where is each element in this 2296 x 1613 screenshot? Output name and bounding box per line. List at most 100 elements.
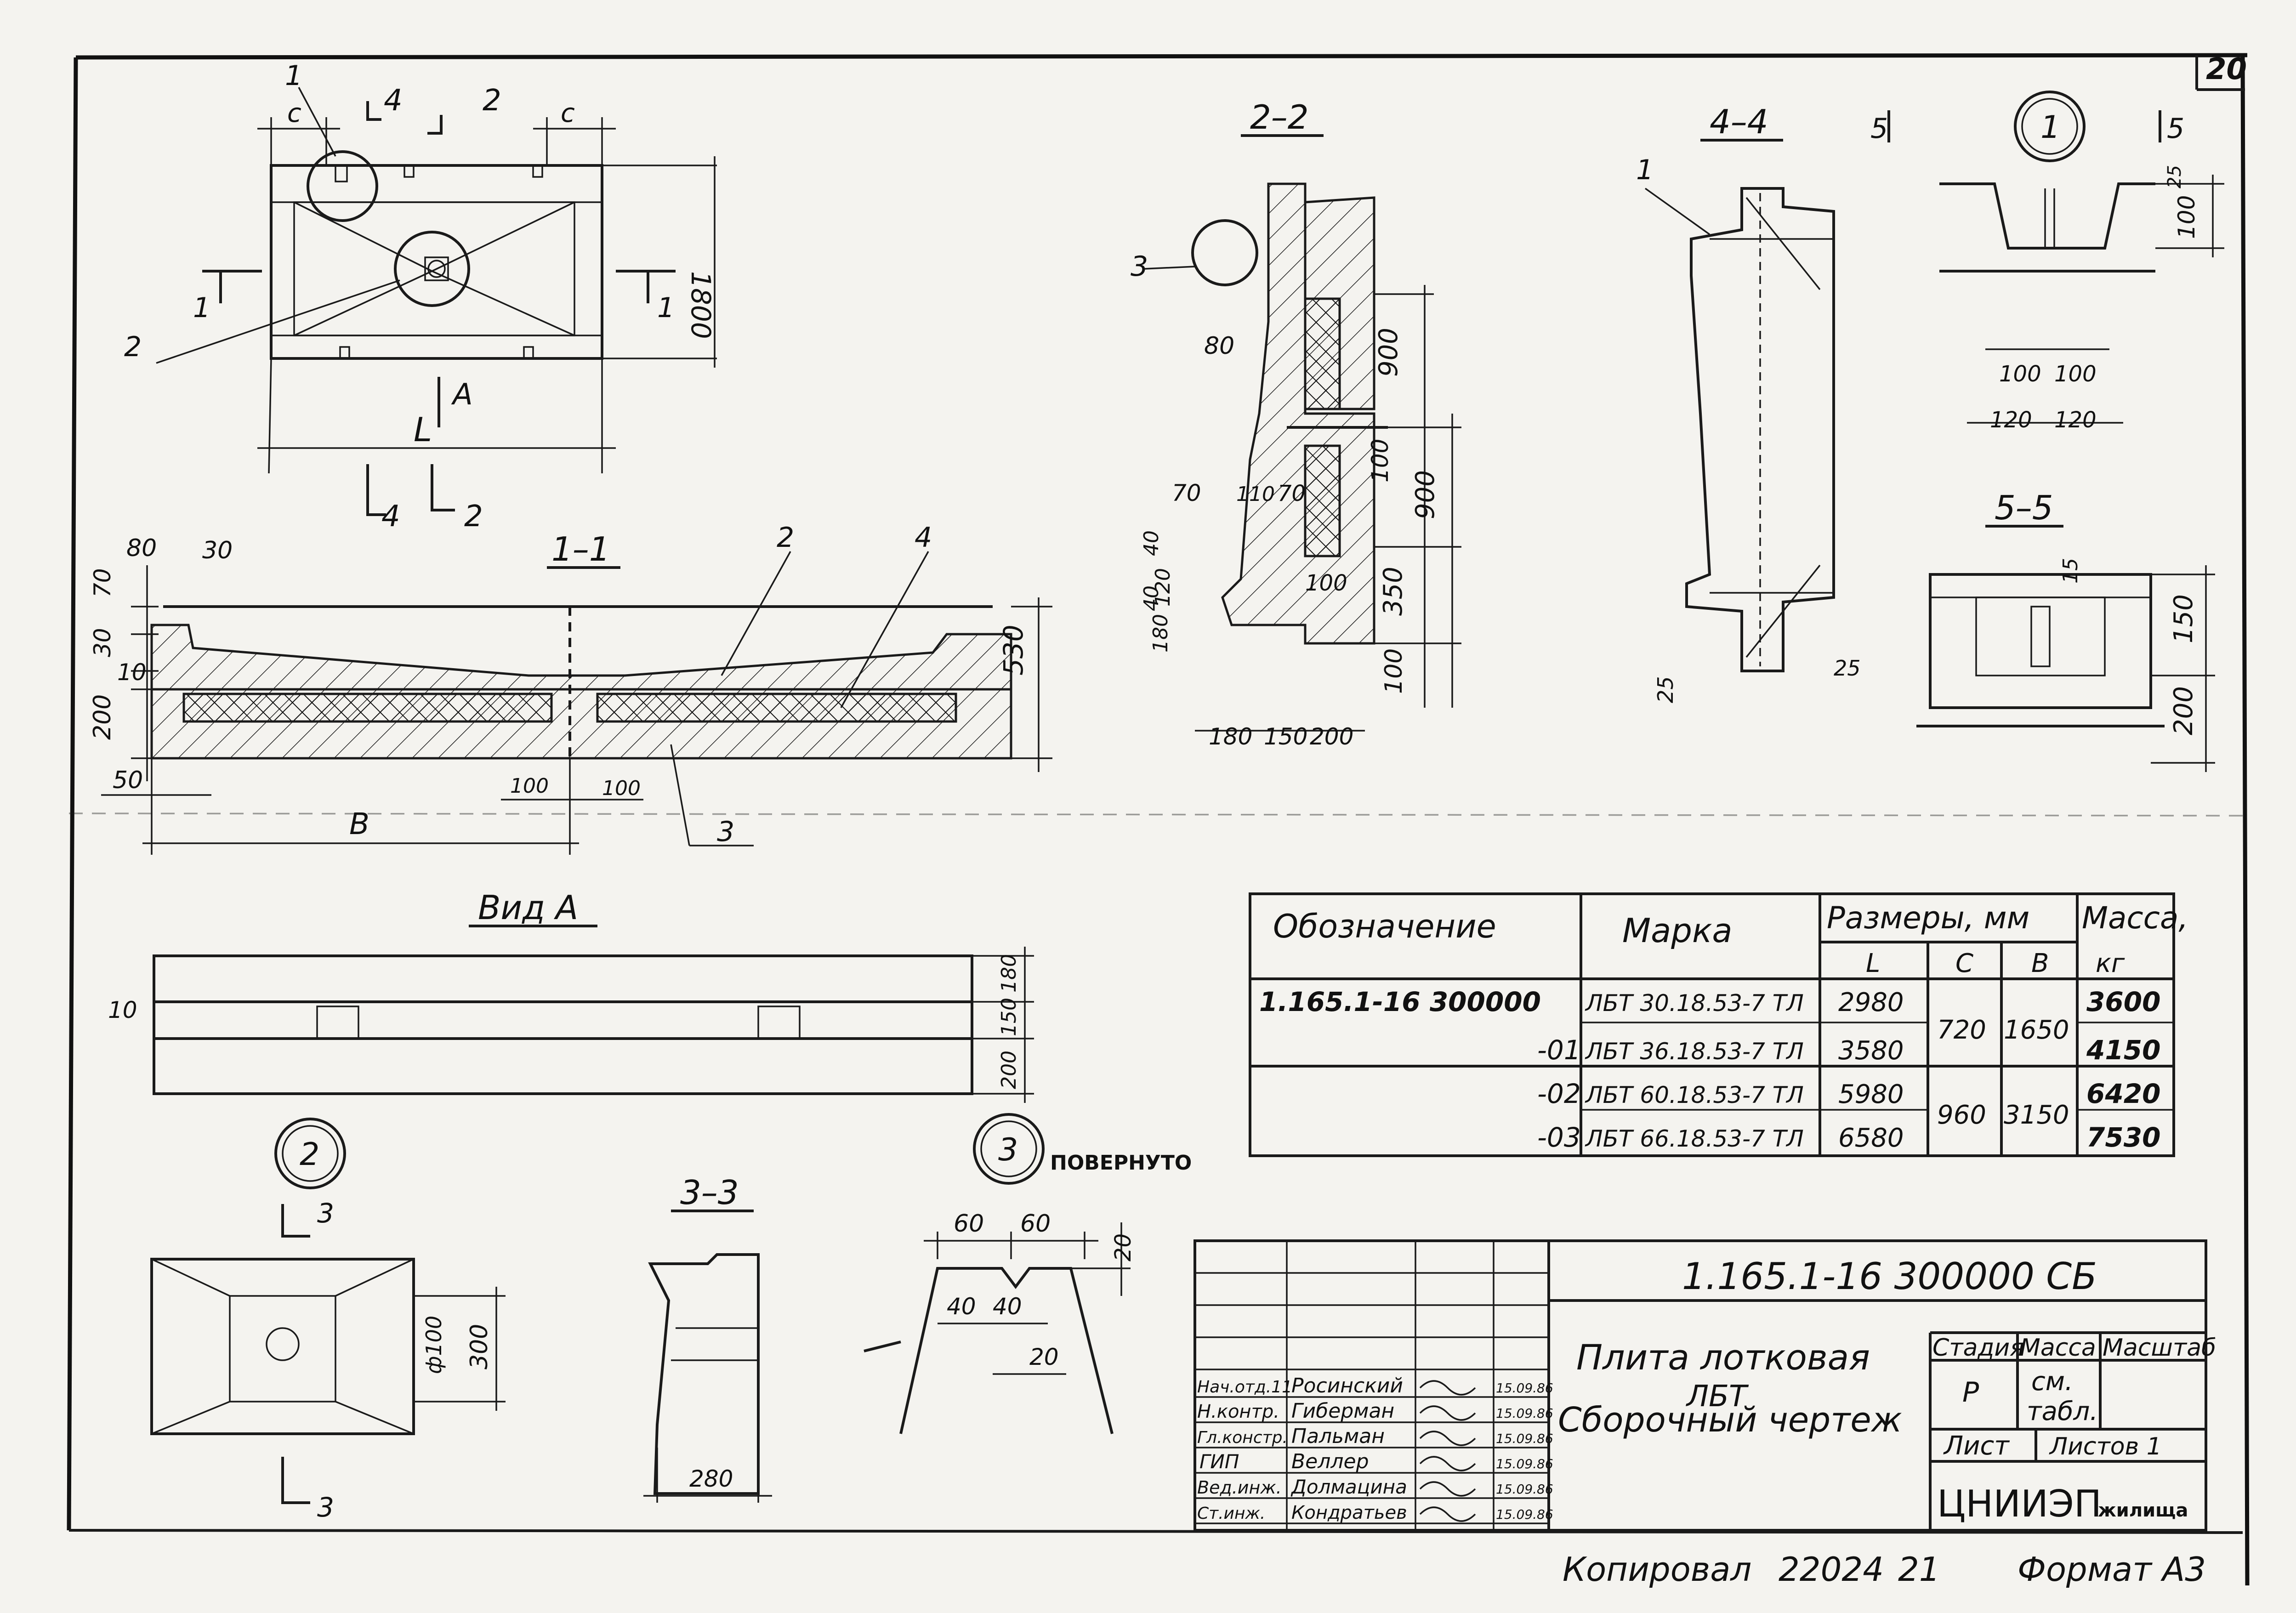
node1-dim-100a: 100 — [1999, 361, 2041, 387]
tb-role-0: Нач.отд.11 — [1197, 1378, 1292, 1397]
s22-dim-100d: 100 — [1380, 648, 1408, 694]
spec-row-2-L: 3580 — [1838, 1036, 1904, 1066]
s11-dim-30b: 30 — [89, 628, 116, 657]
tb-date-1: 15.09.86 — [1496, 1406, 1553, 1421]
s11-dim-100b: 100 — [602, 777, 641, 800]
tb-stage-header: Стадия — [1932, 1334, 2024, 1362]
s44-dim-25b: 25 — [1834, 656, 1861, 681]
tb-role-5: Ст.инж. — [1197, 1504, 1265, 1523]
s22-dim-100: 100 — [1367, 439, 1393, 483]
s11-callout-3: 3 — [717, 816, 734, 848]
spec-row-3-mass: 6420 — [2086, 1078, 2160, 1109]
node-1: 1 5 5 25 100 100 100 120 120 — [1870, 91, 2224, 433]
tb-name-line1: Плита лотковая — [1576, 1337, 1870, 1378]
node3-label: 3 — [998, 1132, 1018, 1168]
s11-dim-200: 200 — [89, 694, 116, 740]
tb-name-4: Долмацина — [1290, 1476, 1407, 1498]
footer-copied: Копировал — [1563, 1550, 1751, 1589]
title-block: Нач.отд.11 Росинский 15.09.86 Н.контр. Г… — [1193, 1239, 2216, 1532]
s11-callout-4: 4 — [915, 522, 932, 554]
vid-a-dim-150: 150 — [997, 998, 1021, 1036]
spec-C-merged-2: 960 — [1937, 1100, 1986, 1130]
vid-a-dim-10: 10 — [108, 997, 137, 1023]
spec-header-mark: Марка — [1622, 911, 1733, 950]
s22-callout-3: 3 — [1131, 250, 1148, 283]
tb-code: 1.165.1-16 300000 СБ — [1682, 1255, 2097, 1298]
spec-row-2-mark: ЛБТ 36.18.53-7 ТЛ — [1585, 1038, 1804, 1065]
node2-dim-100: ф100 — [421, 1316, 446, 1374]
tb-mass-header: Масса — [2020, 1334, 2096, 1362]
s22-dim-40b: 40 — [1140, 585, 1163, 611]
plan-cut-1-right: 1 — [657, 292, 675, 324]
tb-role-2: Гл.констр. — [1197, 1428, 1288, 1447]
plan-mark-2: 2 — [124, 331, 142, 363]
node2-label: 2 — [300, 1136, 319, 1173]
tb-role-3: ГИП — [1199, 1450, 1239, 1473]
tb-role-1: Н.контр. — [1197, 1401, 1279, 1422]
tb-date-3: 15.09.86 — [1496, 1456, 1553, 1471]
s33-dim-280: 280 — [689, 1465, 733, 1492]
node3-dim-60b: 60 — [1020, 1210, 1051, 1238]
plan-dim-c-right: c — [561, 98, 575, 128]
s11-callout-2: 2 — [777, 522, 794, 554]
s22-dim-110: 110 — [1236, 483, 1275, 506]
section-3-3: 3–3 280 — [643, 1173, 772, 1503]
tb-mass-value-1: см. — [2031, 1367, 2073, 1397]
tb-signatures — [1419, 1380, 1476, 1522]
node1-cut5a: 5 — [1870, 113, 1888, 145]
node1-dim-100: 100 — [2173, 195, 2200, 239]
s22-title: 2–2 — [1250, 98, 1309, 136]
s22-dim-150: 150 — [1264, 723, 1307, 750]
plan-cut-1-left: 1 — [193, 292, 210, 324]
s55-dim-15: 15 — [2059, 558, 2082, 584]
s44-title: 4–4 — [1710, 102, 1768, 141]
spec-row-3-designation: -02 — [1537, 1078, 1581, 1109]
spec-row-1-mark: ЛБТ 30.18.53-7 ТЛ — [1585, 990, 1804, 1017]
node-2: 2 3 ф100 300 3 — [150, 1118, 506, 1523]
spec-header-dims: Размеры, мм — [1827, 900, 2029, 936]
spec-table: Обозначение Марка Размеры, мм Масса, L C… — [1249, 892, 2188, 1157]
plan-bottom-cut-2: 2 — [464, 500, 483, 534]
sheet-footer: Копировал 22024 21 Формат А3 — [1563, 1550, 2206, 1589]
s11-dim-100a: 100 — [510, 774, 549, 798]
spec-row-1-L: 2980 — [1838, 988, 1904, 1017]
spec-row-4-mass: 7530 — [2086, 1122, 2160, 1153]
tb-name-0: Росинский — [1291, 1374, 1403, 1397]
tb-scale-header: Масштаб — [2103, 1334, 2216, 1362]
tb-name-2: Пальман — [1291, 1425, 1385, 1448]
spec-header-B: B — [2031, 948, 2049, 978]
tb-sheet-header: Лист — [1943, 1431, 2010, 1461]
spec-B-merged-2: 3150 — [2004, 1100, 2069, 1130]
spec-row-2-designation: -01 — [1537, 1034, 1581, 1066]
vid-a-dim-180: 180 — [997, 954, 1021, 993]
plan-cut-4: 4 — [384, 84, 403, 118]
spec-header-designation: Обозначение — [1273, 908, 1496, 945]
s11-dim-30: 30 — [202, 537, 233, 564]
section-4-4: 4–4 1 25 25 — [1636, 102, 1861, 703]
s55-title: 5–5 — [1995, 488, 2053, 527]
s22-dim-180b: 180 — [1209, 723, 1252, 750]
sheet-number: 20 — [2206, 52, 2247, 86]
node1-dim-120a: 120 — [1990, 407, 2032, 433]
tb-date-0: 15.09.86 — [1496, 1380, 1553, 1396]
plan-dim-1800: 1800 — [685, 271, 716, 339]
s55-dim-200: 200 — [2169, 686, 2199, 735]
s44-dim-25a: 25 — [1653, 676, 1678, 703]
spec-row-3-L: 5980 — [1838, 1079, 1904, 1109]
node3-dim-20b: 20 — [1029, 1344, 1059, 1370]
spec-row-1-designation: 1.165.1-16 300000 — [1259, 986, 1541, 1017]
tb-name-5: Кондратьев — [1291, 1502, 1407, 1523]
node1-cut5b: 5 — [2167, 113, 2184, 145]
spec-header-C: C — [1955, 948, 1973, 978]
s22-dim-70b: 70 — [1278, 481, 1306, 506]
section-1-1: 1–1 80 30 70 30 10 200 530 50 100 100 B … — [89, 522, 1052, 855]
spec-row-1-mass: 3600 — [2086, 986, 2160, 1017]
tb-sheets-header: Листов 1 — [2049, 1433, 2162, 1460]
s22-dim-180: 180 — [1149, 614, 1172, 653]
node-3: 3 ПОВЕРНУТО 60 60 20 40 40 20 — [864, 1113, 1192, 1434]
s44-callout-1: 1 — [1636, 154, 1654, 186]
plan-dim-c-left: c — [287, 98, 301, 128]
node3-dim-40b: 40 — [993, 1293, 1022, 1320]
s11-dim-50: 50 — [113, 767, 143, 794]
